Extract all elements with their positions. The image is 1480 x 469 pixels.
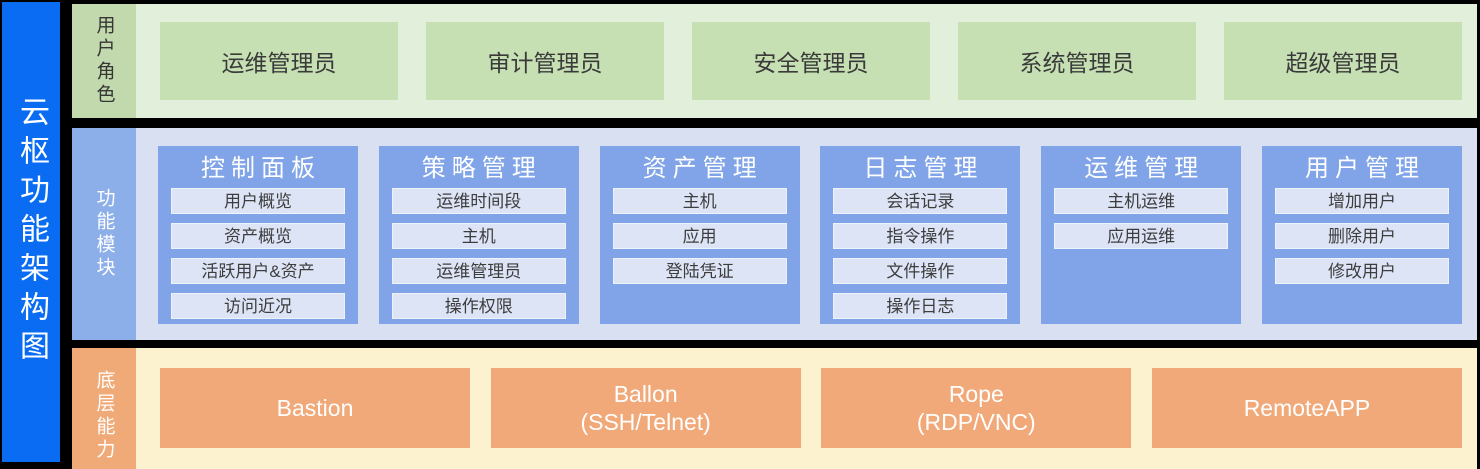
role-box-ops-admin: 运维管理员 (160, 22, 398, 100)
module-item: 主机运维 (1054, 188, 1229, 214)
module-item: 登陆凭证 (612, 258, 787, 284)
module-title: 策略管理 (421, 155, 542, 182)
base-capabilities-content: Bastion Ballon (SSH/Telnet) Rope (RDP/VN… (136, 348, 1477, 469)
module-item: 用户概览 (171, 188, 345, 214)
role-box-system-admin: 系统管理员 (958, 22, 1196, 100)
module-item: 主机 (612, 188, 787, 214)
module-item: 运维时间段 (391, 188, 566, 214)
row-base-capabilities: 底层能力 Bastion Ballon (SSH/Telnet) Rope (R… (72, 348, 1477, 469)
module-item: 指令操作 (833, 223, 1008, 249)
module-item: 文件操作 (833, 258, 1008, 284)
capability-box-remoteapp: RemoteAPP (1151, 368, 1462, 448)
module-column-user-mgmt: 用户管理 增加用户 删除用户 修改用户 (1261, 146, 1462, 324)
module-item: 增加用户 (1274, 188, 1449, 214)
module-column-log-mgmt: 日志管理 会话记录 指令操作 文件操作 操作日志 (820, 146, 1021, 324)
diagram-title: 云枢功能架构图 (15, 95, 48, 369)
module-column-ops-mgmt: 运维管理 主机运维 应用运维 (1041, 146, 1242, 324)
row-label-user-roles: 用户角色 (72, 4, 136, 118)
row-label-text: 功能模块 (93, 188, 115, 280)
module-item: 运维管理员 (391, 258, 566, 284)
row-label-text: 用户角色 (93, 15, 115, 107)
row-user-roles: 用户角色 运维管理员 审计管理员 安全管理员 系统管理员 超级管理员 (72, 4, 1477, 118)
module-title: 运维管理 (1084, 155, 1205, 182)
row-label-text: 底层能力 (93, 370, 115, 462)
module-item: 活跃用户&资产 (171, 258, 345, 284)
diagram-rows: 用户角色 运维管理员 审计管理员 安全管理员 系统管理员 超级管理员 功能模块 … (72, 4, 1477, 469)
row-function-modules: 功能模块 控制面板 用户概览 资产概览 活跃用户&资产 访问近况 策略管理 运维… (72, 128, 1477, 340)
module-column-policy-mgmt: 策略管理 运维时间段 主机 运维管理员 操作权限 (378, 146, 579, 324)
row-label-function-modules: 功能模块 (72, 128, 136, 340)
module-item: 操作日志 (833, 293, 1008, 319)
module-title: 控制面板 (201, 155, 321, 182)
role-box-audit-admin: 审计管理员 (426, 22, 664, 100)
capability-box-rope: Rope (RDP/VNC) (821, 368, 1132, 448)
module-item: 主机 (391, 223, 566, 249)
diagram-title-bar: 云枢功能架构图 (2, 2, 60, 462)
module-column-control-panel: 控制面板 用户概览 资产概览 活跃用户&资产 访问近况 (158, 146, 358, 324)
role-box-security-admin: 安全管理员 (692, 22, 930, 100)
module-item: 操作权限 (391, 293, 566, 319)
module-column-asset-mgmt: 资产管理 主机 应用 登陆凭证 (599, 146, 800, 324)
user-roles-content: 运维管理员 审计管理员 安全管理员 系统管理员 超级管理员 (136, 4, 1477, 118)
module-item: 资产概览 (171, 223, 345, 249)
module-item: 修改用户 (1274, 258, 1449, 284)
role-box-super-admin: 超级管理员 (1224, 22, 1462, 100)
module-title: 资产管理 (642, 155, 763, 182)
capability-box-ballon: Ballon (SSH/Telnet) (490, 368, 801, 448)
module-item: 会话记录 (833, 188, 1008, 214)
function-modules-content: 控制面板 用户概览 资产概览 活跃用户&资产 访问近况 策略管理 运维时间段 主… (136, 128, 1477, 340)
module-item: 应用运维 (1054, 223, 1229, 249)
module-item: 访问近况 (171, 293, 345, 319)
module-item: 删除用户 (1274, 223, 1449, 249)
module-title: 日志管理 (863, 155, 984, 182)
row-label-base-capabilities: 底层能力 (72, 348, 136, 469)
module-item: 应用 (612, 223, 787, 249)
module-title: 用户管理 (1304, 155, 1425, 182)
capability-box-bastion: Bastion (160, 368, 470, 448)
